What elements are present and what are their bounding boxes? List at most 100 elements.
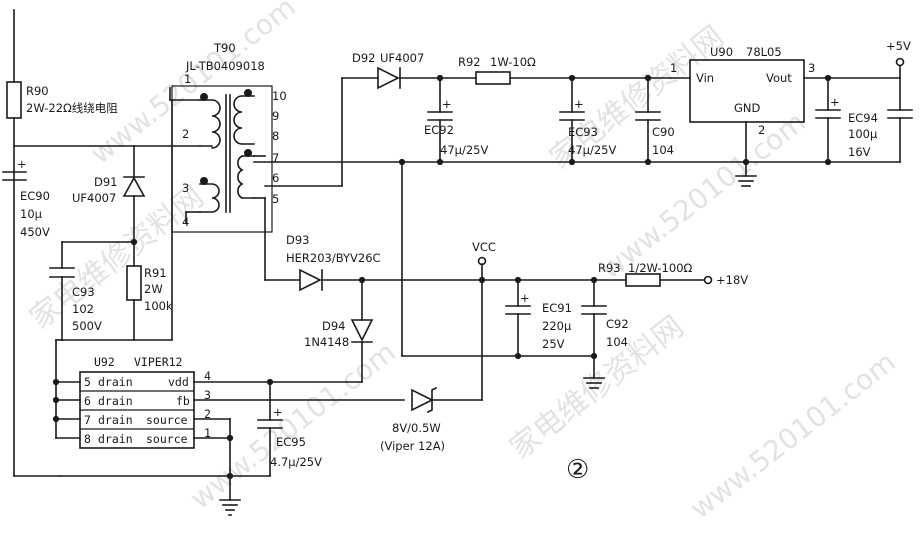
ec95-ref: EC95 bbox=[276, 435, 306, 449]
d91-part: UF4007 bbox=[72, 191, 116, 205]
u92-pin-name-drain: drain bbox=[98, 413, 133, 427]
c93-volt: 500V bbox=[72, 319, 102, 333]
u92-pin-num-1: 1 bbox=[204, 426, 211, 440]
ec92-plus-sign: + bbox=[442, 97, 452, 111]
vcc-label: VCC bbox=[472, 240, 496, 254]
ec90-volt: 450V bbox=[20, 225, 50, 239]
hv-input-rail bbox=[6, 9, 201, 477]
r93-value: 1/2W-100Ω bbox=[628, 261, 693, 275]
d92-part: UF4007 bbox=[380, 51, 424, 65]
u92-pin-num-4: 4 bbox=[204, 369, 211, 383]
ec94-ref: EC94 bbox=[848, 111, 878, 125]
ec91-ref: EC91 bbox=[542, 301, 572, 315]
t90-pin-6: 6 bbox=[272, 171, 279, 185]
u92-pin-name-drain: drain bbox=[98, 432, 133, 446]
ec95-plus-sign: + bbox=[273, 405, 283, 419]
t90-pin-9: 9 bbox=[272, 109, 279, 123]
r91-power: 2W bbox=[144, 282, 163, 296]
ec91-volt: 25V bbox=[542, 337, 565, 351]
r91-value: 100k bbox=[144, 299, 173, 313]
five-volt-rail: + + + bbox=[253, 57, 913, 357]
t90-pin-3: 3 bbox=[182, 181, 189, 195]
ec92-ref: EC92 bbox=[424, 123, 454, 137]
t90-pin-7: 7 bbox=[272, 151, 279, 165]
u90-pin-vout: Vout bbox=[766, 71, 792, 85]
u92-pin-name-vdd: vdd bbox=[168, 375, 189, 389]
u92-pin-num-7: 7 bbox=[84, 413, 91, 427]
d93-part: HER203/BYV26C bbox=[286, 251, 381, 265]
c92-ref: C92 bbox=[606, 317, 629, 331]
ec91-cap: 220μ bbox=[542, 319, 572, 333]
r92-value: 1W-10Ω bbox=[490, 55, 536, 69]
u92-pin-num-2: 2 bbox=[204, 407, 211, 421]
plus5v-label: +5V bbox=[886, 39, 911, 53]
watermark-text: 家电维修资料网 bbox=[23, 179, 210, 336]
plus18v-label: +18V bbox=[716, 273, 748, 287]
ec90-ref: EC90 bbox=[20, 189, 50, 203]
ec94-cap: 100μ bbox=[848, 127, 878, 141]
ec90-capacitor: + bbox=[2, 157, 27, 181]
c93-cap: 102 bbox=[72, 302, 94, 316]
u92-pin-name-fb: fb bbox=[176, 394, 190, 408]
t90-pin-10: 10 bbox=[272, 89, 287, 103]
u92-ic bbox=[52, 339, 195, 449]
aux-supply: + bbox=[264, 197, 713, 414]
u92-part: VIPER12 bbox=[134, 355, 182, 369]
u92-ref: U92 bbox=[94, 355, 115, 369]
ec93-value: 47μ/25V bbox=[568, 143, 616, 157]
u90-pin-num-gnd: 2 bbox=[758, 123, 765, 137]
ec94-plus-sign: + bbox=[830, 95, 840, 109]
ec93-ref: EC93 bbox=[568, 125, 598, 139]
u92-pin-num-8: 8 bbox=[84, 432, 91, 446]
watermark-url: www.520101.com bbox=[594, 105, 812, 285]
t90-part: JL-TB0409018 bbox=[185, 59, 265, 73]
u92-pin-name-source: source bbox=[146, 413, 188, 427]
u90-pin-num-in: 1 bbox=[670, 61, 677, 75]
c93-ref: C93 bbox=[72, 285, 95, 299]
r90-body bbox=[6, 81, 22, 119]
ec93-plus-sign: + bbox=[574, 97, 584, 111]
r90-ref: R90 bbox=[26, 84, 49, 98]
zener-note: (Viper 12A) bbox=[380, 439, 445, 453]
u90-part: 78L05 bbox=[746, 45, 782, 59]
watermark-url: www.520101.com bbox=[684, 345, 902, 525]
d94-ref: D94 bbox=[322, 319, 346, 333]
u90-ref: U90 bbox=[710, 45, 733, 59]
u92-pin-name-drain: drain bbox=[98, 375, 133, 389]
primary-wires bbox=[169, 87, 201, 223]
d93-ref: D93 bbox=[286, 233, 310, 247]
ec95-value: 4.7μ/25V bbox=[270, 455, 322, 469]
c92-value: 104 bbox=[606, 335, 628, 349]
r92-ref: R92 bbox=[458, 55, 481, 69]
t90-pin-8: 8 bbox=[272, 129, 279, 143]
t90-pin-5: 5 bbox=[272, 192, 279, 206]
d91-ref: D91 bbox=[94, 175, 118, 189]
u92-pin-num-5: 5 bbox=[84, 375, 91, 389]
t90-ref: T90 bbox=[213, 41, 236, 55]
ec94-volt: 16V bbox=[848, 145, 871, 159]
watermark-url: www.520101.com bbox=[84, 0, 302, 171]
r91-ref: R91 bbox=[144, 266, 167, 280]
u90-pin-gnd: GND bbox=[734, 101, 761, 115]
u92-pin-num-3: 3 bbox=[204, 388, 211, 402]
zener-value: 8V/0.5W bbox=[392, 421, 441, 435]
d94-part: 1N4148 bbox=[304, 335, 349, 349]
u92-right-nets: + bbox=[59, 378, 405, 501]
u92-pin-name-drain: drain bbox=[98, 394, 133, 408]
u92-pin-name-source: source bbox=[146, 432, 188, 446]
u92-pin-num-6: 6 bbox=[84, 394, 91, 408]
snubber-network bbox=[49, 99, 173, 341]
t90-pin-2: 2 bbox=[182, 127, 189, 141]
ground-symbol bbox=[219, 499, 241, 516]
r90-value: 2W-22Ω线绕电阻 bbox=[26, 101, 118, 115]
c90-value: 104 bbox=[652, 143, 674, 157]
t90-pin-1: 1 bbox=[184, 72, 191, 86]
r93-ref: R93 bbox=[598, 261, 621, 275]
u90-pin-vin: Vin bbox=[696, 71, 714, 85]
d92-ref: D92 bbox=[352, 51, 376, 65]
ec92-value: 47μ/25V bbox=[440, 143, 488, 157]
ec90-cap: 10μ bbox=[20, 207, 43, 221]
ec90-plus-sign: + bbox=[17, 157, 27, 171]
u90-pin-num-out: 3 bbox=[808, 61, 815, 75]
